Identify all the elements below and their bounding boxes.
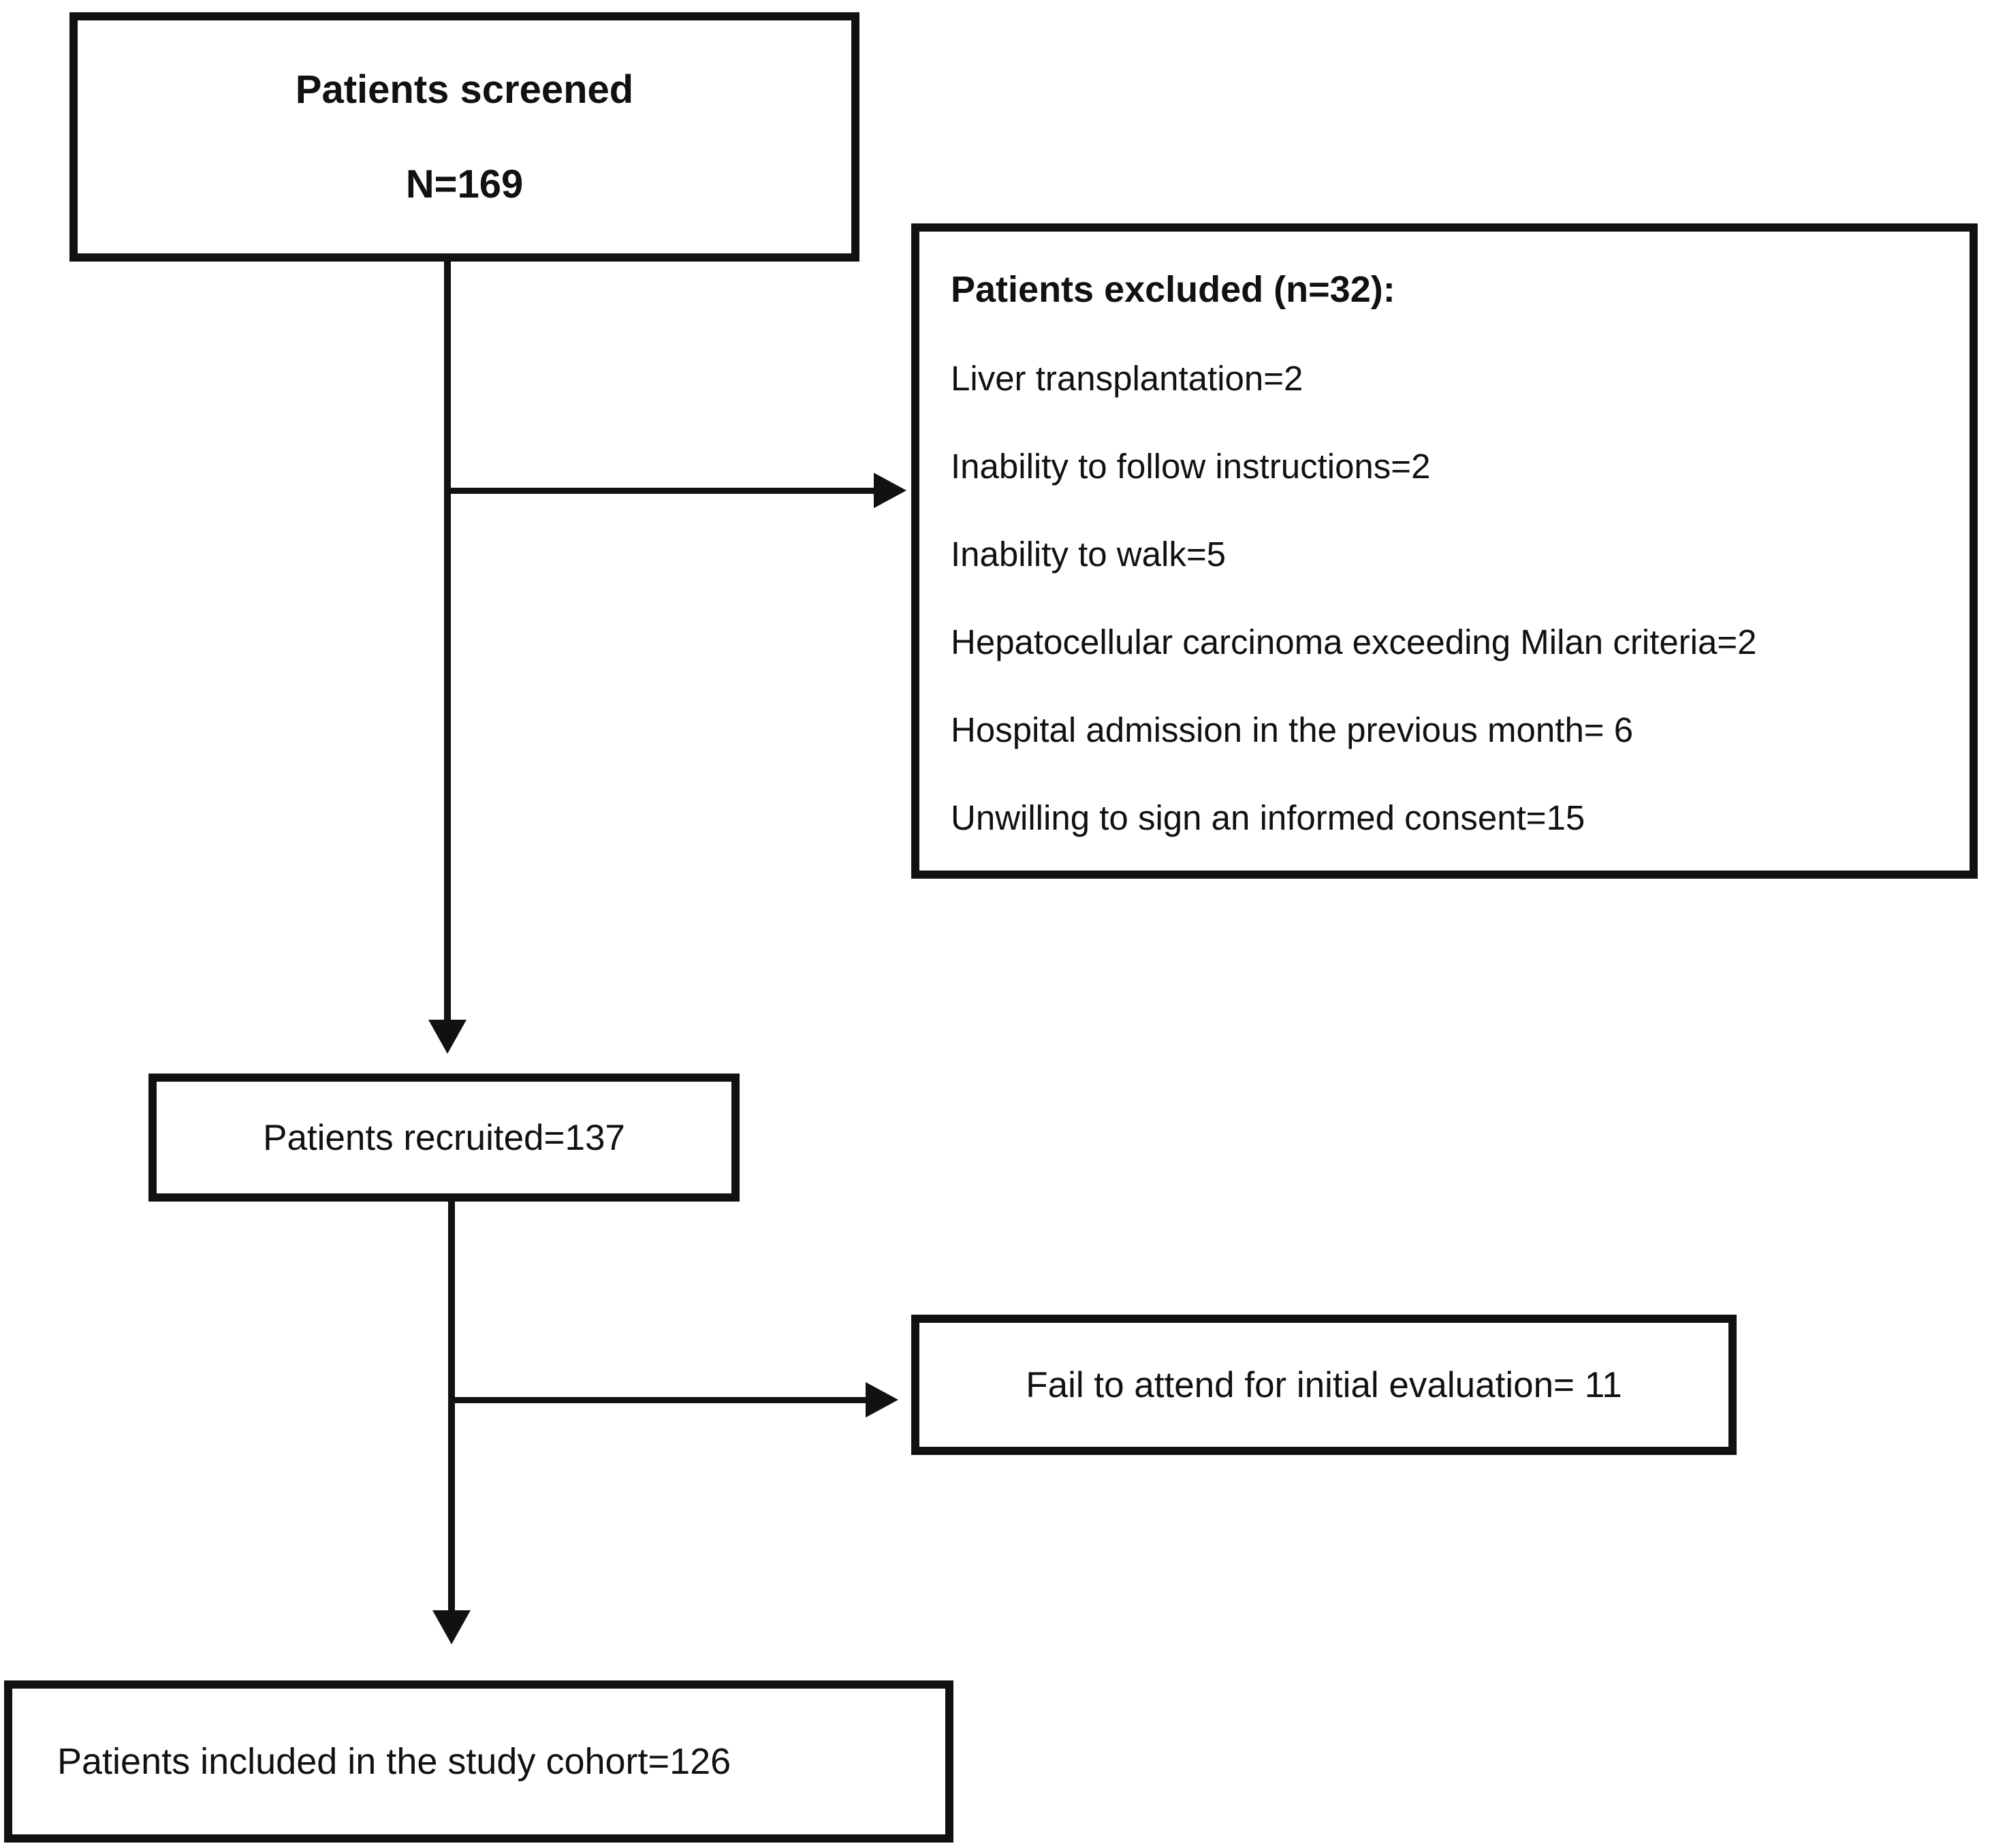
included-box: Patients included in the study cohort=12… [4, 1680, 953, 1843]
connector-recruited-to-included [448, 1201, 455, 1612]
screened-box: Patients screened N=169 [69, 12, 859, 262]
fail-box: Fail to attend for initial evaluation= 1… [911, 1315, 1737, 1455]
excluded-title: Patients excluded (n=32): [951, 269, 1395, 310]
recruited-label: Patients recruited=137 [263, 1117, 625, 1158]
arrowhead-right-icon [874, 473, 906, 508]
screened-title: Patients screened [295, 67, 634, 112]
excluded-item: Hospital admission in the previous month… [951, 710, 1634, 749]
fail-label: Fail to attend for initial evaluation= 1… [1026, 1364, 1622, 1405]
excluded-item: Inability to walk=5 [951, 535, 1226, 574]
included-label: Patients included in the study cohort=12… [57, 1741, 731, 1782]
excluded-item: Hepatocellular carcinoma exceeding Milan… [951, 623, 1757, 661]
excluded-item: Liver transplantation=2 [951, 359, 1303, 398]
excluded-item: Inability to follow instructions=2 [951, 447, 1431, 486]
arrowhead-right-icon [866, 1382, 898, 1418]
screened-count: N=169 [405, 162, 524, 206]
excluded-item: Unwilling to sign an informed consent=15 [951, 798, 1585, 837]
connector-to-excluded [447, 488, 874, 494]
connector-to-fail [452, 1397, 866, 1403]
excluded-box: Patients excluded (n=32): Liver transpla… [911, 223, 1978, 879]
recruited-box: Patients recruited=137 [148, 1074, 740, 1202]
arrowhead-down-icon [432, 1610, 471, 1644]
connector-screened-to-recruited [444, 261, 451, 1022]
arrowhead-down-icon [428, 1020, 467, 1054]
